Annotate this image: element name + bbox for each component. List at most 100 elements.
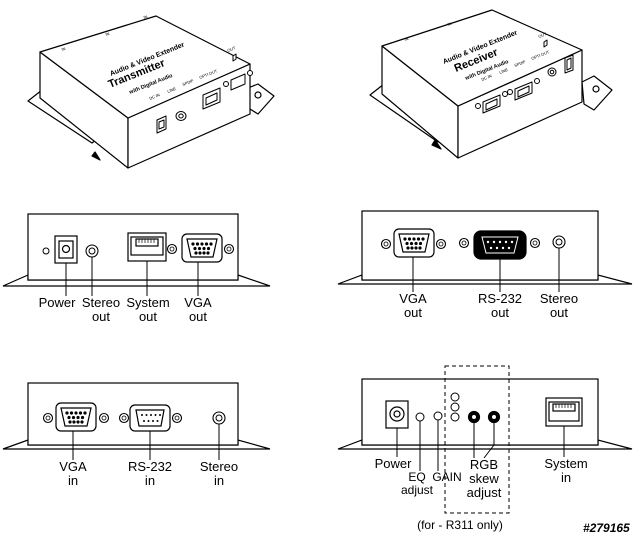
tx-rear-power-jack <box>54 235 78 264</box>
rx-rear-rs232-out-line2: out <box>490 305 510 320</box>
rx-front-r311-dashed-box <box>444 365 510 514</box>
tx-rear-stereo-jack <box>85 244 99 258</box>
panel-tx-rear <box>2 213 271 287</box>
figure-number: #279165 <box>583 521 630 535</box>
tx-rear-vga-port <box>181 233 223 263</box>
rx-rear-rs232-screw-left <box>458 237 470 249</box>
rx-rear-rs232-port <box>473 230 527 260</box>
rx-rear-vga-screw-left <box>380 238 392 250</box>
tx-front-rs232-screw-left <box>118 412 130 424</box>
rx-rear-stereo-out-line1: Stereo <box>539 291 579 306</box>
svg-text:DC IN: DC IN <box>481 73 493 82</box>
rx-front-system-in-line1: System <box>544 456 588 471</box>
rx-front-rgb-skew-label: RGB skew adjust <box>467 458 502 500</box>
tx3d-right-flange <box>247 83 275 115</box>
tx-rear-led <box>42 247 50 255</box>
panel-tx-front <box>2 382 271 450</box>
tx-front-stereo-in-line2: in <box>213 473 225 488</box>
svg-text:IN: IN <box>447 21 452 27</box>
rx-front-r311-note: (for - R311 only) <box>417 518 503 532</box>
tx-rear-system-out-line1: System <box>126 295 170 310</box>
tx-rear-system-out-label: System out <box>126 296 169 324</box>
tx-front-stereo-in-label: Stereo in <box>200 460 238 488</box>
rx-rear-rs232-out-label: RS-232 out <box>478 292 522 320</box>
rx-rear-rs232-out-line1: RS-232 <box>477 291 523 306</box>
rx3d-top-face <box>381 9 583 107</box>
rx-front-power-jack <box>385 400 409 429</box>
transmitter-3d: IN IN IN DC IN LINE SPDIF OPTI OUT OUT A… <box>27 14 275 169</box>
tx-rear-rj45-port <box>127 232 167 262</box>
tx-front-rs232-in-line1: RS-232 <box>127 459 173 474</box>
rx-rear-vga-out-line1: VGA <box>399 291 427 306</box>
svg-text:OUT: OUT <box>227 45 237 53</box>
tx-front-rs232-in-line2: in <box>144 473 156 488</box>
rx-front-gain-label: GAIN <box>432 470 462 484</box>
svg-text:SPDIF: SPDIF <box>514 59 527 68</box>
receiver-3d: IN IN DC IN LINE SPDIF OPTI OUT OUT Audi… <box>369 9 613 159</box>
svg-text:SPDIF: SPDIF <box>182 78 195 87</box>
rx-front-rgb-skew-knob-right <box>487 410 501 424</box>
tx-front-vga-in-line1: VGA <box>59 459 87 474</box>
svg-text:OUT: OUT <box>538 31 548 39</box>
tx-rear-stereo-out-label: Stereo out <box>82 296 120 324</box>
rx-rear-stereo-out-line2: out <box>549 305 569 320</box>
rx-front-led-2 <box>450 402 460 412</box>
tx-front-stereo-in-line1: Stereo <box>199 459 239 474</box>
svg-text:IN: IN <box>61 46 66 52</box>
rx-rear-stereo-out-label: Stereo out <box>540 292 578 320</box>
rx-front-system-in-label: System in <box>544 457 587 485</box>
tx-front-rs232-port <box>129 404 171 432</box>
rx-front-system-in-line2: in <box>560 470 572 485</box>
svg-text:OPTI OUT: OPTI OUT <box>199 68 219 80</box>
tx-rear-vga-out-label: VGA out <box>184 296 211 324</box>
rx-front-power-label: Power <box>374 456 412 471</box>
tx3d-top-face <box>39 15 251 119</box>
rx-front-led-1 <box>450 392 460 402</box>
rx-rear-vga-out-line2: out <box>403 305 423 320</box>
panel-rx-front <box>337 365 633 514</box>
rx-front-rgb-line2: skew <box>469 471 499 486</box>
rx-front-rgb-skew-knob-left <box>467 410 481 424</box>
tx-rear-vga-out-line2: out <box>188 309 208 324</box>
tx-rear-stereo-out-line1: Stereo <box>81 295 121 310</box>
svg-text:IN: IN <box>143 14 148 20</box>
svg-text:IN: IN <box>105 31 110 37</box>
tx-front-vga-screw-left <box>42 412 54 424</box>
rx3d-rear-ports <box>475 39 574 114</box>
svg-text:LINE: LINE <box>167 86 177 94</box>
tx-front-stereo-jack <box>212 411 226 425</box>
rx-front-eq-knob <box>415 412 425 422</box>
rx-front-eq-line1: EQ <box>408 470 426 484</box>
tx-rear-system-out-line2: out <box>138 309 158 324</box>
rx-rear-stereo-jack <box>552 235 566 249</box>
rx-rear-vga-out-label: VGA out <box>399 292 426 320</box>
rx-front-rj45-port <box>545 397 583 427</box>
svg-text:LINE: LINE <box>499 67 509 75</box>
tx-front-vga-screw-right <box>98 412 110 424</box>
rx-front-rgb-line1: RGB <box>469 457 499 472</box>
rx-front-gain-knob <box>433 411 443 421</box>
tx3d-rear-ports <box>156 53 253 134</box>
svg-text:DC IN: DC IN <box>149 92 161 101</box>
tx-front-vga-in-label: VGA in <box>59 460 86 488</box>
tx-front-rs232-screw-right <box>171 412 183 424</box>
tx-front-rs232-in-label: RS-232 in <box>128 460 172 488</box>
tx-rear-vga-screw-left <box>166 243 178 255</box>
rx-front-rgb-line3: adjust <box>466 485 502 500</box>
tx-rear-stereo-out-line2: out <box>91 309 111 324</box>
tx-front-vga-port <box>55 402 97 432</box>
svg-text:IN: IN <box>404 36 409 42</box>
tx-rear-vga-screw-right <box>223 243 235 255</box>
tx-front-vga-in-line2: in <box>67 473 79 488</box>
rx-rear-vga-screw-right <box>435 238 447 250</box>
tx-rear-power-label: Power <box>38 295 76 310</box>
rx3d-right-flange <box>581 75 613 111</box>
rx-front-eq-line2: adjust <box>400 483 434 497</box>
rx-rear-rs232-screw-right <box>529 237 541 249</box>
svg-text:OPTI OUT: OPTI OUT <box>531 49 551 61</box>
panel-rx-rear <box>337 210 633 285</box>
rx-front-led-3 <box>450 412 460 422</box>
rx-rear-vga-port <box>393 228 435 258</box>
leader-lines <box>65 248 565 471</box>
